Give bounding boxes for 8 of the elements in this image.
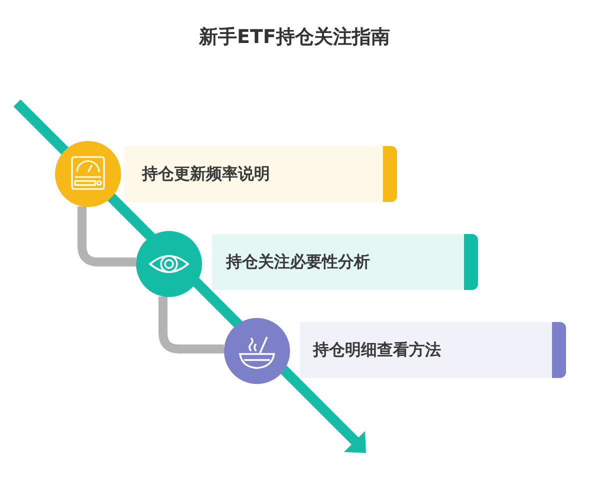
step-bar: 持仓明细查看方法 [300,322,566,378]
icon-circle [224,318,290,384]
connector-line [78,206,136,266]
title: 新手ETF持仓关注指南 [198,25,391,50]
icon-circle [55,141,121,207]
step-bar: 持仓更新频率说明 [124,146,397,202]
connector-line [158,296,224,354]
step-bar: 持仓关注必要性分析 [212,234,478,290]
